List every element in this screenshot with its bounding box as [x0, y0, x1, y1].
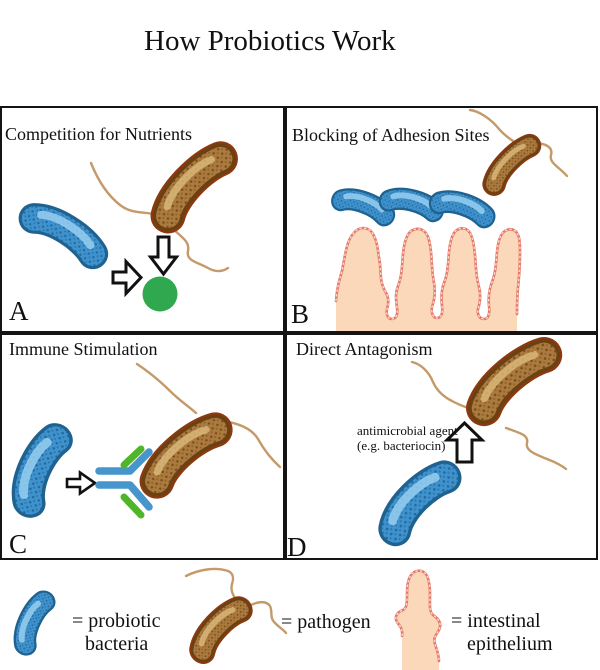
block-arrow-up-icon [443, 420, 486, 464]
legend-probiotic-icon [15, 598, 49, 645]
panel-a-letter: A [9, 296, 29, 326]
flagellum [468, 108, 515, 143]
panel-a-label: Competition for Nutrients [5, 124, 192, 144]
legend-label-pathogen: = pathogen [281, 611, 371, 633]
flagellum [169, 225, 230, 273]
panel-b-letter: B [291, 299, 310, 329]
panel-c-letter: C [9, 529, 28, 559]
flagellum [215, 418, 282, 469]
pathogen-bacterium-icon [157, 152, 226, 216]
pathogen-bacterium-icon [474, 347, 549, 408]
block-arrow-right-icon [111, 257, 144, 298]
flagellum [184, 567, 242, 606]
block-arrow-right-icon [65, 470, 98, 496]
flagellum [410, 360, 480, 414]
probiotic-bacterium-icon [14, 434, 63, 502]
antibody-icon [95, 445, 153, 519]
panel-d-label: Direct Antagonism [296, 339, 433, 359]
legend-label-probiotic-line2: bacteria [85, 633, 149, 655]
flagellum [531, 141, 569, 178]
legend-label-probiotic-line1: = probiotic [72, 610, 161, 632]
panel-a-frame [0, 106, 285, 333]
legend-art [15, 567, 442, 670]
probiotic-bacterium-icon [389, 190, 436, 217]
panel-b-art [335, 108, 569, 331]
probiotic-bacterium-icon [34, 206, 98, 260]
panel-b-label: Blocking of Adhesion Sites [292, 125, 490, 145]
panel-d-letter: D [287, 532, 307, 562]
block-arrow-down-icon [147, 235, 180, 277]
legend-villus-icon [394, 569, 442, 670]
pathogen-bacterium-icon [147, 422, 219, 481]
flagellum [89, 161, 158, 217]
flagellum [135, 362, 198, 415]
pathogen-bacterium-icon [487, 141, 533, 184]
panel-d-frame [285, 333, 598, 560]
probiotic-bacterium-icon [440, 192, 488, 222]
panel-a-art [34, 152, 228, 312]
legend-label-epithelium-line2: epithelium [467, 633, 553, 655]
legend-pathogen-icon [194, 604, 244, 651]
villi-cell-beads [335, 227, 521, 320]
probiotic-bacterium-icon [384, 470, 451, 530]
page-title: How Probiotics Work [144, 25, 396, 57]
panel-b-frame [285, 106, 598, 333]
flagellum [504, 426, 568, 471]
panel-d-art [384, 347, 568, 530]
panel-c-art [14, 362, 282, 519]
antimicrobial-annotation-line2: (e.g. bacteriocin) [357, 438, 446, 453]
panel-c-label: Immune Stimulation [9, 339, 158, 359]
legend-label-epithelium-line1: = intestinal [451, 610, 541, 632]
antimicrobial-annotation-line1: antimicrobial agent [357, 423, 458, 438]
flagellum [242, 601, 288, 635]
panel-c-frame [0, 333, 285, 560]
nutrient-dot-icon [142, 276, 178, 312]
